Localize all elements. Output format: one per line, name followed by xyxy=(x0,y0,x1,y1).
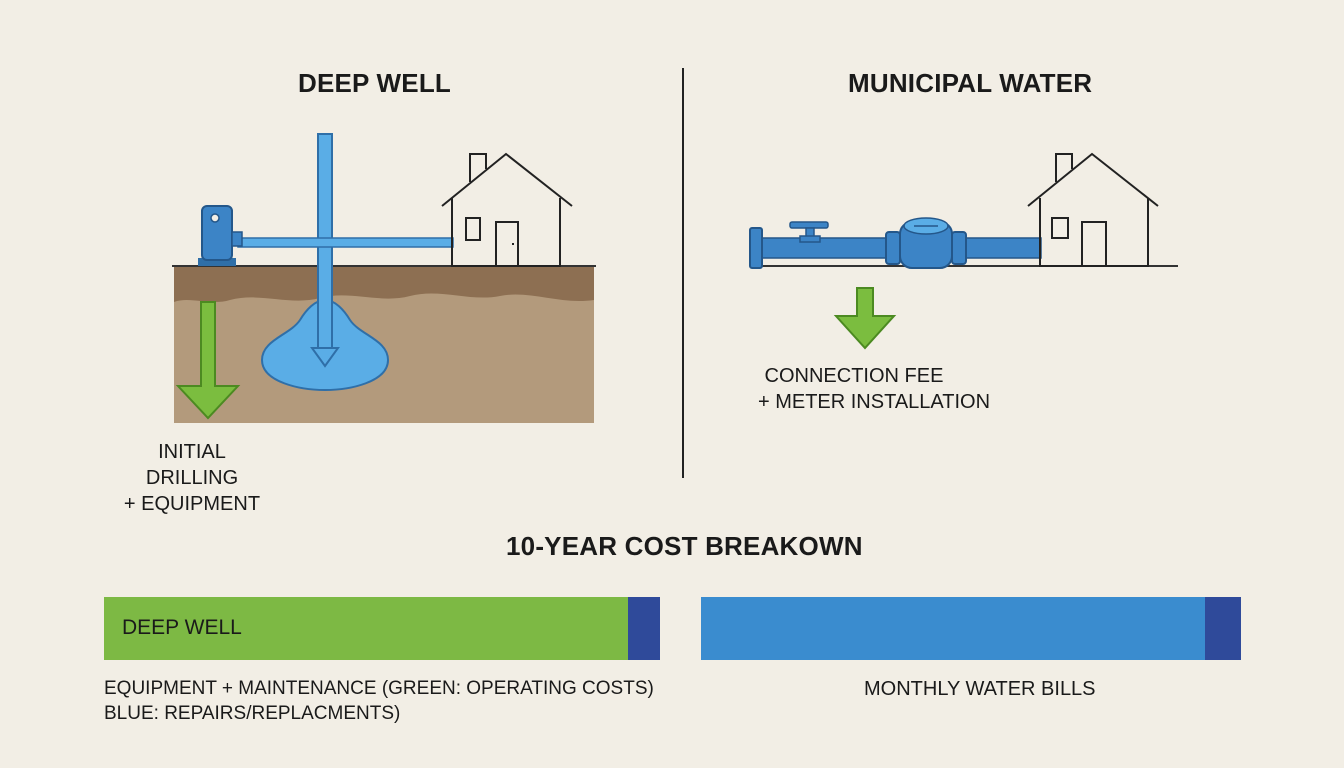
supply-pipe xyxy=(237,237,454,248)
municipal-cost-label: CONNECTION FEE + METER INSTALLATION xyxy=(756,363,992,415)
well-repairs-segment xyxy=(628,597,660,660)
well-pump xyxy=(198,205,243,266)
down-arrow-icon xyxy=(175,301,241,420)
well-bar-label: DEEP WELL xyxy=(122,616,242,639)
well-bar-caption-line1: EQUIPMENT + MAINTENANCE (GREEN: OPERATIN… xyxy=(104,678,654,699)
well-cost-line2: + EQUIPMENT xyxy=(123,493,261,515)
down-arrow-icon xyxy=(833,287,897,350)
municipal-bills-segment xyxy=(701,597,1207,660)
deep-well-title: DEEP WELL xyxy=(298,68,452,98)
well-operating-segment xyxy=(104,597,630,660)
well-cost-label: INITIAL DRILLING + EQUIPMENT xyxy=(110,439,274,517)
well-pipe-tip xyxy=(310,347,340,368)
municipal-water-title: MUNICIPAL WATER xyxy=(848,68,1093,98)
municipal-end-segment xyxy=(1205,597,1241,660)
house-icon xyxy=(441,152,573,267)
municipal-cost-line1: CONNECTION FEE xyxy=(764,365,944,387)
municipal-bar-caption: MONTHLY WATER BILLS xyxy=(864,678,1096,700)
municipal-cost-line2: + METER INSTALLATION xyxy=(757,391,991,413)
shutoff-valve-icon xyxy=(789,221,829,243)
pipe-end-cap xyxy=(749,227,763,269)
well-bar-caption: EQUIPMENT + MAINTENANCE (GREEN: OPERATIN… xyxy=(104,676,654,726)
topsoil-layer xyxy=(174,266,594,302)
water-meter-icon xyxy=(885,217,967,269)
municipal-illustration xyxy=(749,152,1178,350)
deep-well-illustration xyxy=(172,133,596,423)
well-bar-caption-line2: BLUE: REPAIRS/REPLACMENTS) xyxy=(104,703,401,724)
house-icon xyxy=(1027,152,1159,267)
breakdown-title: 10-YEAR COST BREAKOWN xyxy=(506,531,863,561)
cost-bars xyxy=(104,597,1241,660)
well-cost-line1: INITIAL DRILLING xyxy=(145,441,239,489)
